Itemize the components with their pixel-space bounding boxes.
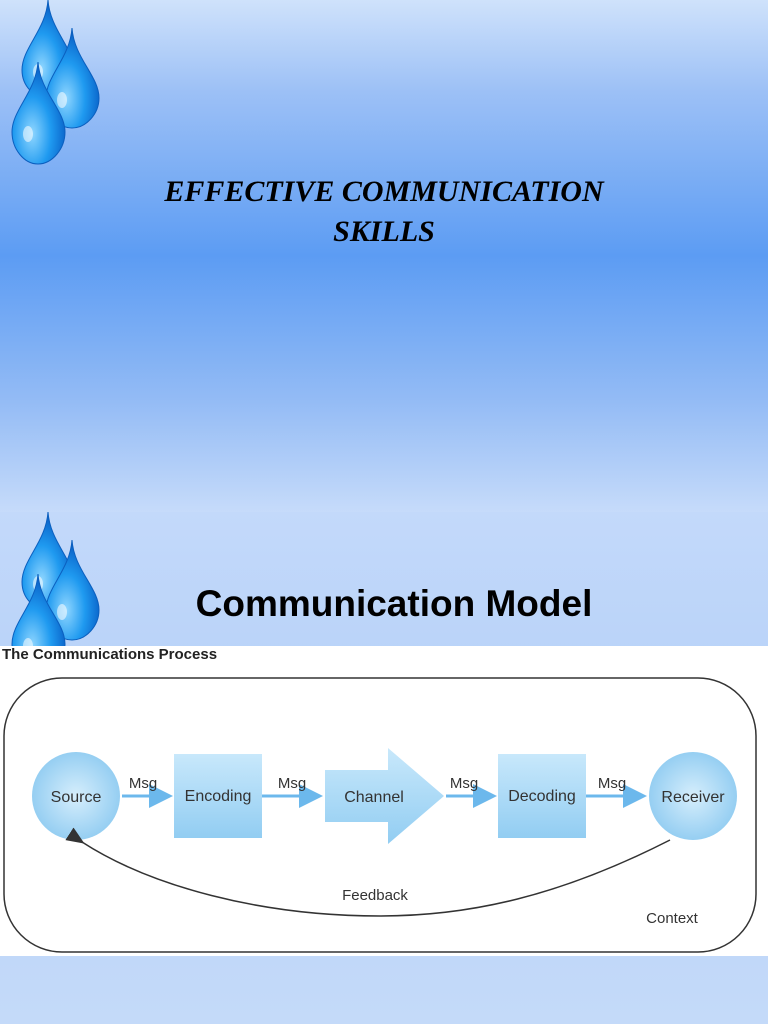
channel-label: Channel [344, 789, 404, 806]
channel-node: Channel [325, 748, 444, 844]
water-drop-icon [11, 61, 66, 165]
water-drop-icon [45, 539, 100, 641]
diagram-caption: The Communications Process [2, 646, 218, 663]
source-node: Source [32, 752, 120, 840]
msg-label: Msg [129, 775, 157, 792]
msg-label: Msg [278, 775, 306, 792]
communication-process-diagram: The Communications Process [0, 646, 768, 956]
encoding-label: Encoding [185, 788, 252, 805]
decoding-label: Decoding [508, 788, 576, 805]
context-label: Context [646, 910, 699, 927]
slide-2: Communication Model The Communications P… [0, 512, 768, 1024]
decoding-node: Decoding [498, 754, 586, 838]
msg-label: Msg [450, 775, 478, 792]
feedback-label: Feedback [342, 887, 408, 904]
water-drop-icon [45, 27, 100, 129]
receiver-label: Receiver [661, 789, 725, 806]
receiver-node: Receiver [649, 752, 737, 840]
msg-label: Msg [598, 775, 626, 792]
slide-2-title: Communication Model [195, 583, 593, 624]
slide-1: EFFECTIVE COMMUNICATION SKILLS [0, 0, 768, 512]
encoding-node: Encoding [174, 754, 262, 838]
title-line-2: SKILLS [333, 215, 435, 248]
process-flow-svg: Source Msg Encoding Msg Channel Msg [3, 677, 757, 953]
water-drops-decoration [11, 0, 100, 165]
feedback-arrow [65, 827, 671, 917]
context-boundary [3, 677, 757, 953]
source-label: Source [51, 789, 102, 806]
slide-1-title: EFFECTIVE COMMUNICATION SKILLS [0, 172, 768, 252]
title-line-1: EFFECTIVE COMMUNICATION [164, 175, 604, 208]
